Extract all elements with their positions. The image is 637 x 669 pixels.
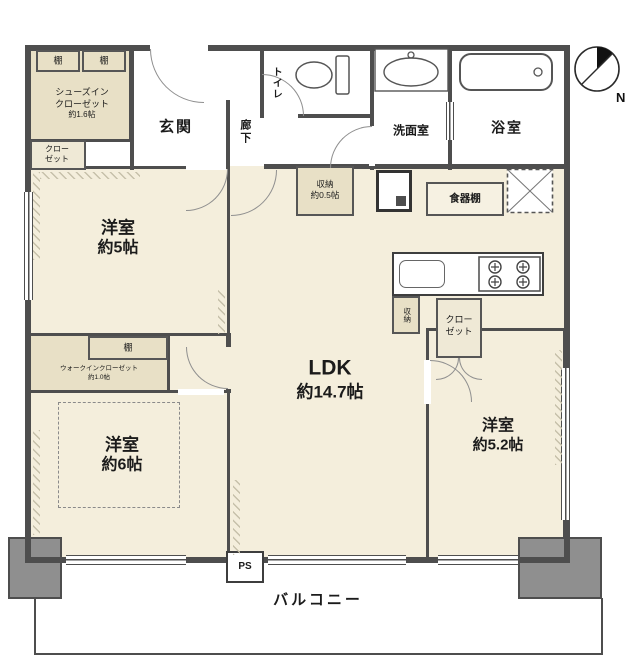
hatch [40, 172, 140, 179]
wall [448, 138, 452, 170]
walk-in-closet-label: ウォークインクローゼット 約1.0帖 [60, 365, 138, 381]
door-opening [369, 126, 375, 166]
balcony-rail-left [34, 598, 36, 655]
washer-drain [396, 196, 406, 206]
wall [226, 333, 231, 347]
hatch [218, 290, 225, 334]
window [24, 192, 33, 300]
entrance-closet-label: クロー ゼット [45, 144, 69, 164]
shelf-label: 棚 [99, 55, 109, 66]
pipe-space-box [226, 551, 264, 583]
shelf-box [82, 50, 126, 72]
window [268, 555, 406, 565]
window [66, 555, 186, 565]
shoes-closet-label: シューズイン クローゼット 約1.6帖 [54, 87, 110, 120]
washroom-label: 洗面室 [392, 123, 430, 138]
bath-sliding-door [446, 102, 454, 140]
pillar-left [8, 537, 62, 599]
hallway-label: 廊下 [238, 119, 251, 145]
washer-space [376, 170, 412, 212]
cupboard-label: 食器棚 [449, 192, 481, 205]
wall [264, 164, 566, 169]
door-opening [178, 389, 224, 395]
compass: N [574, 46, 625, 105]
kitchen-storage-label: 収納 [402, 307, 412, 323]
kitchen-sink [399, 260, 445, 288]
wall [130, 46, 134, 170]
pipe-space-label: PS [238, 560, 252, 572]
western5-2-label: 洋室 約5.2帖 [472, 417, 524, 454]
bathroom-label: 浴室 [491, 119, 523, 136]
cupboard-box [426, 182, 504, 216]
toilet-label: トイレ [270, 66, 282, 100]
hatch [233, 480, 240, 555]
kitchen-storage [392, 296, 420, 334]
hatch [33, 172, 40, 260]
entrance-closet [30, 140, 86, 170]
hall-storage-label: 収納 約0.5帖 [310, 178, 340, 200]
bathroom-sink [374, 48, 449, 92]
toilet-fixture [295, 55, 350, 95]
bathtub [459, 53, 553, 91]
stove [478, 256, 541, 292]
window [561, 368, 570, 520]
ldk-label: LDK 約14.7帖 [296, 356, 364, 402]
hatch [555, 350, 562, 465]
compass-n-label: N [616, 90, 625, 105]
western5-label: 洋室 約5帖 [97, 218, 139, 257]
balcony-rail-bottom [34, 653, 603, 655]
bedroom-closet [436, 298, 482, 358]
door-opening [186, 164, 226, 170]
wall [226, 389, 231, 393]
shelf-box [36, 50, 80, 72]
bedroom-closet-label: クロー ゼット [445, 314, 473, 336]
wall [226, 100, 230, 168]
ceiling-beam-outline [58, 402, 180, 508]
door-opening [424, 360, 431, 404]
shelf-label: 棚 [123, 342, 133, 353]
window [438, 555, 518, 565]
wall [298, 114, 372, 118]
shelf-label: 棚 [53, 55, 63, 66]
wall [448, 46, 452, 104]
pillar-right [518, 537, 602, 599]
refrigerator-space [506, 168, 554, 214]
balcony-label: バルコニー [273, 591, 363, 609]
entrance-label: 玄関 [158, 118, 194, 136]
balcony-rail-right [601, 598, 603, 655]
hall-storage [296, 166, 354, 216]
ldk-floor [230, 330, 428, 562]
western6-label: 洋室 約6帖 [101, 435, 143, 474]
entrance-door-opening [150, 43, 208, 51]
shelf-box [88, 336, 168, 360]
hatch [33, 430, 40, 535]
wall [370, 46, 374, 170]
